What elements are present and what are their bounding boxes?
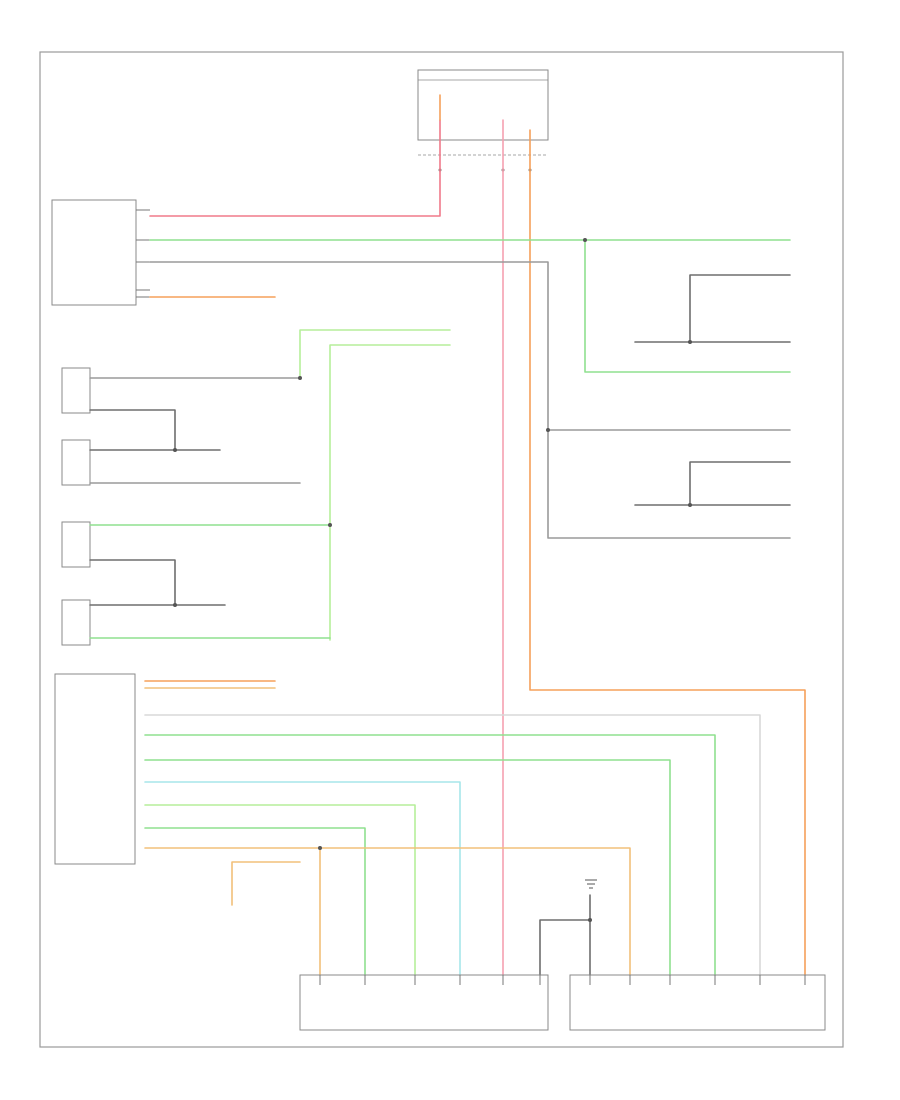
right-seat-belt-switch — [61, 521, 91, 646]
wire-lime-2 — [144, 827, 366, 976]
right-rear-lamp-connector — [569, 974, 826, 1031]
top-switch-block — [417, 69, 549, 172]
wire-lime-1 — [144, 804, 416, 976]
wire-dark-left-c — [89, 559, 226, 606]
left-rear-lamp-connector — [299, 974, 549, 1031]
wire-green-mid2 — [329, 344, 451, 641]
connector-pins — [319, 975, 806, 985]
ground-icon — [585, 879, 597, 889]
wire-gray-bus — [149, 261, 791, 539]
wire-gray-light — [144, 714, 761, 976]
wire-dark-switch-b — [689, 461, 791, 506]
left-seat-belt-switch — [61, 367, 91, 486]
wire-group — [89, 94, 806, 976]
wire-green-drop — [584, 239, 791, 373]
wire-cyan — [144, 781, 461, 976]
body-control-module-connector — [51, 199, 150, 306]
wire-green-2 — [144, 759, 671, 976]
wire-dark-bottom-a — [539, 894, 591, 976]
wire-red-feed — [149, 119, 441, 217]
wire-peach — [144, 847, 631, 976]
wire-green-mid — [299, 329, 451, 379]
wire-dark-left-a — [89, 409, 221, 451]
wire-dark-switch-a — [689, 274, 791, 343]
diagram-frame — [39, 51, 844, 1048]
splice-points — [173, 238, 692, 922]
wire-orange-right — [529, 129, 806, 976]
wire-peach-ground — [231, 861, 301, 906]
wire-green-1 — [144, 734, 716, 976]
instrument-cluster-connector — [54, 673, 136, 865]
